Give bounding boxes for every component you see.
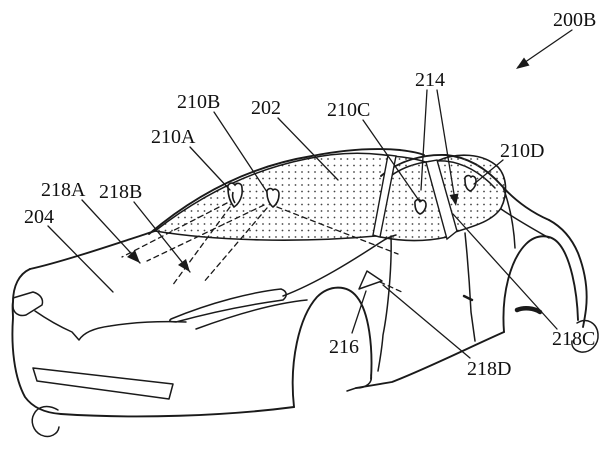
- ref-label-210c: 210C: [327, 99, 370, 121]
- b-pillar: [425, 159, 458, 241]
- rear-quarter-glass: [436, 154, 507, 235]
- tail-light-hook: [571, 319, 599, 353]
- roof-line: [148, 148, 425, 235]
- ref-label-218d: 218D: [467, 358, 511, 380]
- leader-210a: [189, 146, 231, 191]
- leader-lines: [47, 29, 573, 359]
- fov-dash-2: [171, 206, 231, 287]
- rocker-panel: [355, 331, 505, 389]
- leader-202: [277, 117, 339, 181]
- leader-218a: [81, 199, 141, 264]
- ref-label-214: 214: [415, 69, 445, 91]
- rear-arch-marker-dash: [514, 306, 543, 315]
- leader-210c: [362, 119, 421, 203]
- leader-218b: [133, 201, 191, 273]
- nose-frown-line: [34, 310, 187, 341]
- fov-dash-5: [276, 206, 399, 255]
- camera-icon-210b: [266, 187, 280, 209]
- ref-label-210a: 210A: [151, 126, 196, 148]
- headlight-left: [12, 291, 44, 317]
- leader-210b: [213, 111, 268, 193]
- camera-icon-210a: [227, 182, 243, 209]
- fender-brow-line: [195, 299, 308, 330]
- ref-label-210d: 210D: [500, 140, 544, 162]
- ref-label-204: 204: [24, 206, 54, 228]
- a-pillar-divider: [372, 154, 397, 238]
- car-body-outline: [11, 148, 599, 438]
- bumper-intake-slot: [32, 367, 174, 400]
- glazing: [153, 152, 507, 242]
- fov-dash-3: [146, 204, 265, 262]
- rear-door-seam: [464, 232, 476, 342]
- leader-214-left: [420, 89, 428, 191]
- ref-label-216: 216: [329, 336, 359, 358]
- front-left-edge: [11, 268, 62, 415]
- arrowhead-218a: [127, 250, 140, 263]
- reference-labels: 200B 214 210B 202 210C 210D 210A 218A 21…: [24, 9, 596, 380]
- bumper-corner-hook: [31, 405, 60, 438]
- leader-204: [47, 225, 114, 293]
- ref-label-210b: 210B: [177, 91, 220, 113]
- fov-dash-1: [121, 202, 228, 258]
- field-of-view-lines: [121, 202, 405, 294]
- ref-label-218c: 218C: [552, 328, 595, 350]
- leader-200b: [517, 29, 573, 68]
- leader-218c: [452, 213, 558, 330]
- headlight-right: [169, 288, 287, 323]
- front-wheel-arch: [291, 286, 373, 408]
- ref-label-218b: 218B: [99, 181, 142, 203]
- ref-label-200b: 200B: [553, 9, 596, 31]
- sensor-icons: [227, 174, 477, 290]
- rear-quarter-shoulder: [500, 208, 550, 239]
- front-arch-foot: [346, 374, 373, 392]
- front-door-seam: [377, 235, 392, 372]
- camera-icon-210d: [464, 174, 477, 192]
- windshield-and-door-glass: [153, 152, 448, 242]
- ref-label-218a: 218A: [41, 179, 86, 201]
- front-bumper-bottom: [60, 406, 295, 418]
- trunk-rear-edge: [548, 219, 588, 328]
- fov-dash-6: [379, 281, 405, 294]
- leader-210d: [473, 159, 504, 185]
- door-handle-tick: [462, 294, 474, 302]
- leader-214-right: [436, 89, 456, 201]
- leader-216: [351, 290, 367, 334]
- leader-218d: [382, 284, 471, 359]
- fender-sensor-triangle: [358, 270, 383, 290]
- arrowhead-200b: [516, 57, 530, 69]
- arrowhead-218b: [178, 259, 190, 272]
- rear-wheel-arch: [502, 235, 579, 333]
- fov-dash-4: [202, 207, 268, 284]
- hood-left-edge: [29, 230, 156, 270]
- ref-label-202: 202: [251, 97, 281, 119]
- arrowhead-214: [449, 193, 459, 206]
